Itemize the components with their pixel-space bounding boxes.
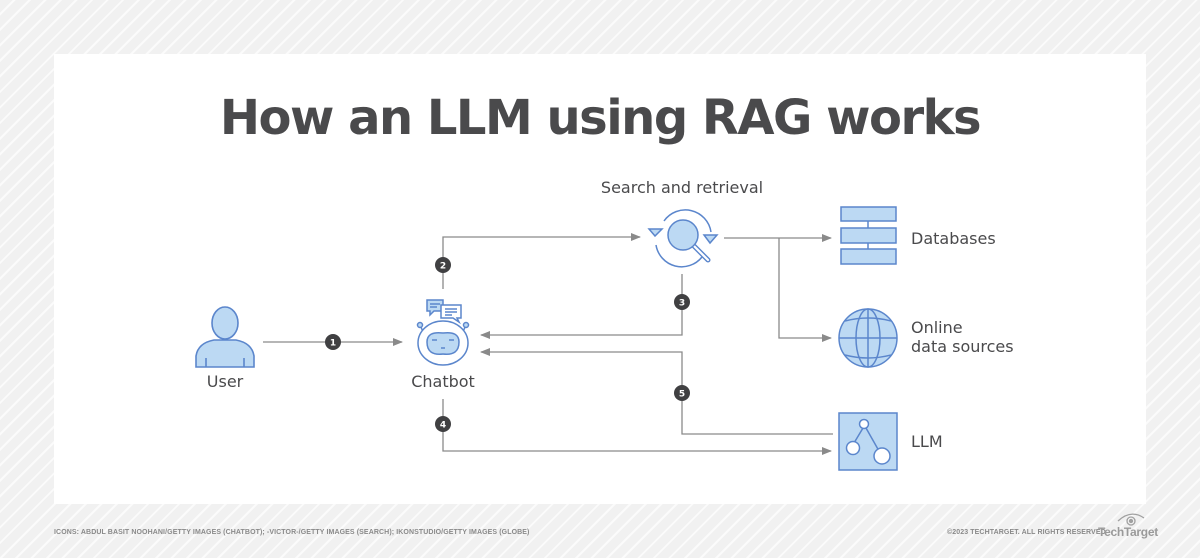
svg-text:1: 1	[330, 339, 336, 349]
copyright-notice: ©2023 TECHTARGET. ALL RIGHTS RESERVED	[947, 529, 1106, 536]
online-label-line2: data sources	[911, 337, 1014, 356]
connector-chatbot-search	[442, 233, 641, 289]
user-label: User	[206, 372, 244, 391]
step-badge-4: 4	[435, 416, 451, 432]
online-data-sources-label: Online data sources	[911, 318, 1014, 356]
connector-chatbot-llm	[442, 399, 832, 455]
connector-llm-chatbot	[480, 348, 833, 435]
connector-search-chatbot	[480, 274, 683, 339]
chatbot-label: Chatbot	[411, 372, 475, 391]
step-badge-2: 2	[435, 257, 451, 273]
techtarget-logo-icon	[1117, 513, 1145, 526]
databases-label: Databases	[911, 229, 996, 248]
svg-text:2: 2	[440, 262, 446, 272]
step-badge-5: 5	[674, 385, 690, 401]
search-retrieval-label: Search and retrieval	[600, 178, 764, 197]
diagram-card	[54, 54, 1146, 504]
user-icon	[195, 306, 255, 368]
llm-label: LLM	[911, 432, 943, 451]
diagram-title: How an LLM using RAG works	[219, 90, 982, 146]
chatbot-icon	[416, 299, 470, 366]
icon-credits: ICONS: ABDUL BASIT NOOHANI/GETTY IMAGES …	[54, 529, 530, 536]
connector-search-online	[778, 238, 832, 342]
svg-text:5: 5	[679, 390, 685, 400]
step-badge-3: 3	[674, 294, 690, 310]
online-label-line1: Online	[911, 318, 963, 337]
globe-icon	[838, 308, 898, 368]
step-badge-1: 1	[325, 334, 341, 350]
svg-text:3: 3	[679, 299, 685, 309]
techtarget-brand: TechTarget	[1098, 525, 1158, 539]
svg-text:4: 4	[440, 421, 446, 431]
database-icon	[840, 206, 897, 265]
llm-network-icon	[838, 412, 898, 471]
search-retrieval-icon	[647, 209, 719, 268]
